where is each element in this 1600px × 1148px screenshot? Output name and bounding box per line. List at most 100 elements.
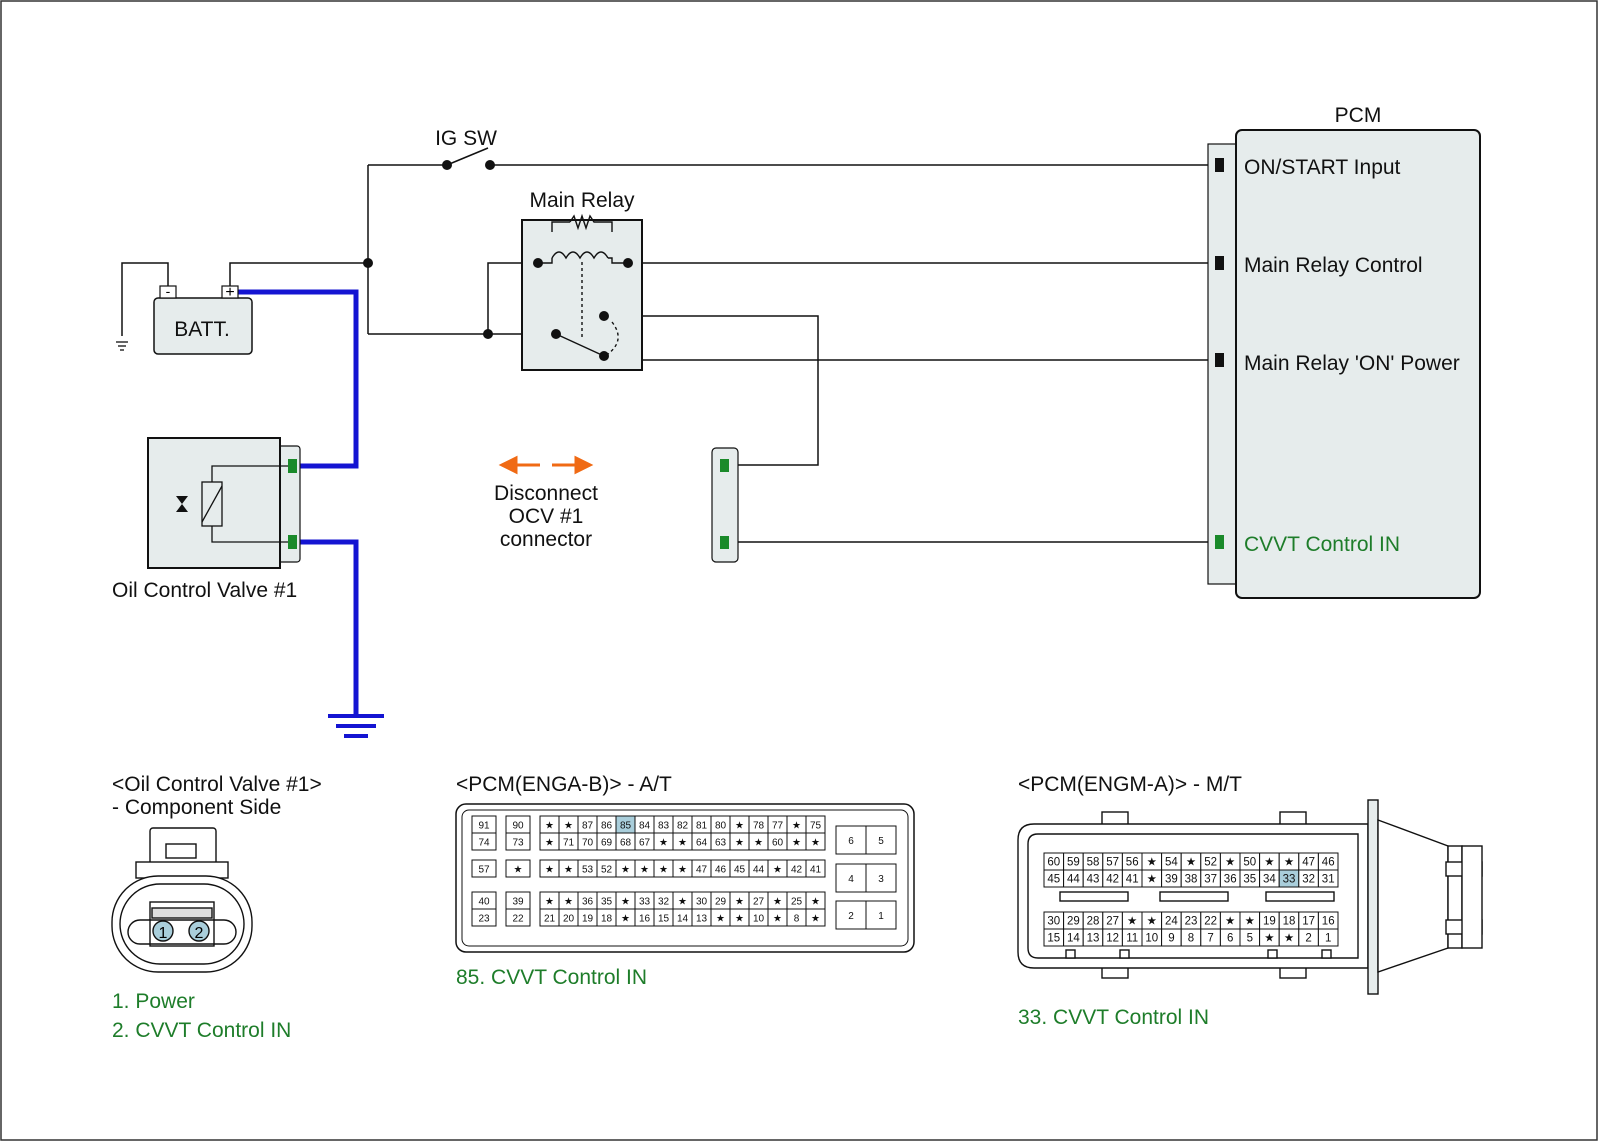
pin-cell: ★ — [1278, 928, 1300, 947]
pin-label: 11 — [1126, 933, 1138, 945]
pin-label: 23 — [1185, 916, 1198, 928]
pin-cell: 69 — [596, 832, 617, 851]
pin-cell: 38 — [1180, 869, 1202, 888]
pin-cell: 22 — [1200, 911, 1221, 930]
pin-label: 85 — [620, 821, 632, 832]
pin-label: 70 — [582, 838, 594, 849]
pin-label: 37 — [1204, 874, 1217, 886]
pin-cell: ★ — [615, 908, 636, 927]
pin-cell: 81 — [691, 815, 712, 834]
pin-cell: ★ — [729, 815, 750, 834]
pin-cell: 29 — [710, 891, 731, 910]
pin-cell: 32 — [1298, 869, 1319, 888]
pin-cell: 22 — [505, 908, 531, 927]
pin-cell: 60 — [1043, 852, 1065, 871]
pin-label: ★ — [1147, 874, 1157, 886]
pin-cell: 24 — [1161, 911, 1182, 930]
pin-cell: 18 — [596, 908, 617, 927]
wire-power-to-ocv — [234, 289, 359, 469]
pin-cell: 16 — [1317, 911, 1339, 930]
battery-pos-label: + — [225, 284, 234, 301]
pin-label: ★ — [621, 897, 630, 908]
pin-label: ★ — [640, 865, 649, 876]
pin-cell: 7 — [1200, 928, 1221, 947]
pin-cell: ★ — [729, 832, 750, 851]
pin-cell: ★ — [615, 859, 636, 878]
pin-label: ★ — [735, 821, 744, 832]
pin-cell: 85 — [615, 815, 636, 834]
pin-label: 14 — [677, 914, 689, 925]
pin-cell: 8 — [786, 908, 807, 927]
valve-icon — [176, 496, 188, 512]
pin-label: 29 — [1067, 916, 1080, 928]
enga-legend: 85. CVVT Control IN — [456, 966, 647, 989]
pin-cell: ★ — [615, 891, 636, 910]
ocv-pin-1 — [152, 920, 174, 942]
pin-cell: 52 — [1200, 852, 1221, 871]
pin-label: 54 — [1165, 857, 1178, 869]
pin-cell: 74 — [471, 832, 497, 851]
pin-cell: 41 — [1121, 869, 1143, 888]
pin-cell: 40 — [471, 891, 497, 910]
ocv-pin-2-label: 2 — [195, 925, 204, 942]
pin-label: 35 — [601, 897, 613, 908]
pin-cell: 70 — [577, 832, 598, 851]
pin-cell: ★ — [672, 832, 693, 851]
pin-cell: 47 — [1298, 852, 1319, 871]
pin-cell: 57 — [471, 859, 497, 878]
pcm-module: PCM ON/START Input Main Relay Control Ma… — [1207, 104, 1481, 599]
pin-label: 9 — [1168, 933, 1174, 945]
pin-label: ★ — [773, 914, 782, 925]
pin-cell: ★ — [1180, 852, 1202, 871]
battery-label: BATT. — [174, 318, 230, 341]
pin-cell: 19 — [1259, 911, 1280, 930]
pin-cell: ★ — [1141, 911, 1163, 930]
pin-label: 24 — [1165, 916, 1178, 928]
pin-cell: 5 — [1239, 928, 1261, 947]
pin-cell: 13 — [1082, 928, 1104, 947]
pin-label: 35 — [1243, 874, 1256, 886]
pin-label: 60 — [1047, 857, 1060, 869]
pin-cell: 10 — [1141, 928, 1163, 947]
pin-cell: 14 — [1063, 928, 1084, 947]
pin-cell: ★ — [729, 908, 750, 927]
pin-label: ★ — [811, 897, 820, 908]
pin-cell: 45 — [729, 859, 750, 878]
pcm-pin-main-relay-on-power: Main Relay 'ON' Power — [1244, 352, 1460, 375]
pin-label: ★ — [621, 865, 630, 876]
pin-cell: ★ — [1259, 928, 1280, 947]
pin-label: 18 — [1283, 916, 1296, 928]
oil-control-valve: Oil Control Valve #1 — [112, 437, 301, 602]
pin-label: 42 — [1106, 874, 1119, 886]
pin-cell: 33 — [634, 891, 655, 910]
pin-label: 84 — [639, 821, 651, 832]
pin-label: 5 — [878, 836, 884, 847]
pin-label: 86 — [601, 821, 613, 832]
pin-cell: 80 — [710, 815, 731, 834]
pin-cell: 83 — [653, 815, 674, 834]
pin-label: 18 — [601, 914, 613, 925]
pin-label: 53 — [582, 865, 594, 876]
pin-label: ★ — [1147, 857, 1157, 869]
pin-label: 71 — [563, 838, 575, 849]
pin-label: 7 — [1207, 933, 1213, 945]
pin-cell: 1 — [865, 900, 897, 930]
pin-cell: 23 — [1180, 911, 1202, 930]
pin-cell: 42 — [786, 859, 807, 878]
pin-cell: 47 — [691, 859, 712, 878]
pin-label: ★ — [678, 838, 687, 849]
pin-label: 67 — [639, 838, 651, 849]
pin-cell: 8 — [1180, 928, 1202, 947]
ocv-label: Oil Control Valve #1 — [112, 579, 297, 602]
pin-label: ★ — [811, 838, 820, 849]
pin-label: 83 — [658, 821, 670, 832]
pin-label: 21 — [544, 914, 556, 925]
pin-label: 38 — [1185, 874, 1198, 886]
pin-cell: 6 — [1219, 928, 1241, 947]
pin-cell: 2 — [835, 900, 867, 930]
pin-cell: 27 — [748, 891, 769, 910]
pin-label: 16 — [639, 914, 651, 925]
pin-label: 46 — [715, 865, 727, 876]
pin-label: ★ — [1186, 857, 1196, 869]
